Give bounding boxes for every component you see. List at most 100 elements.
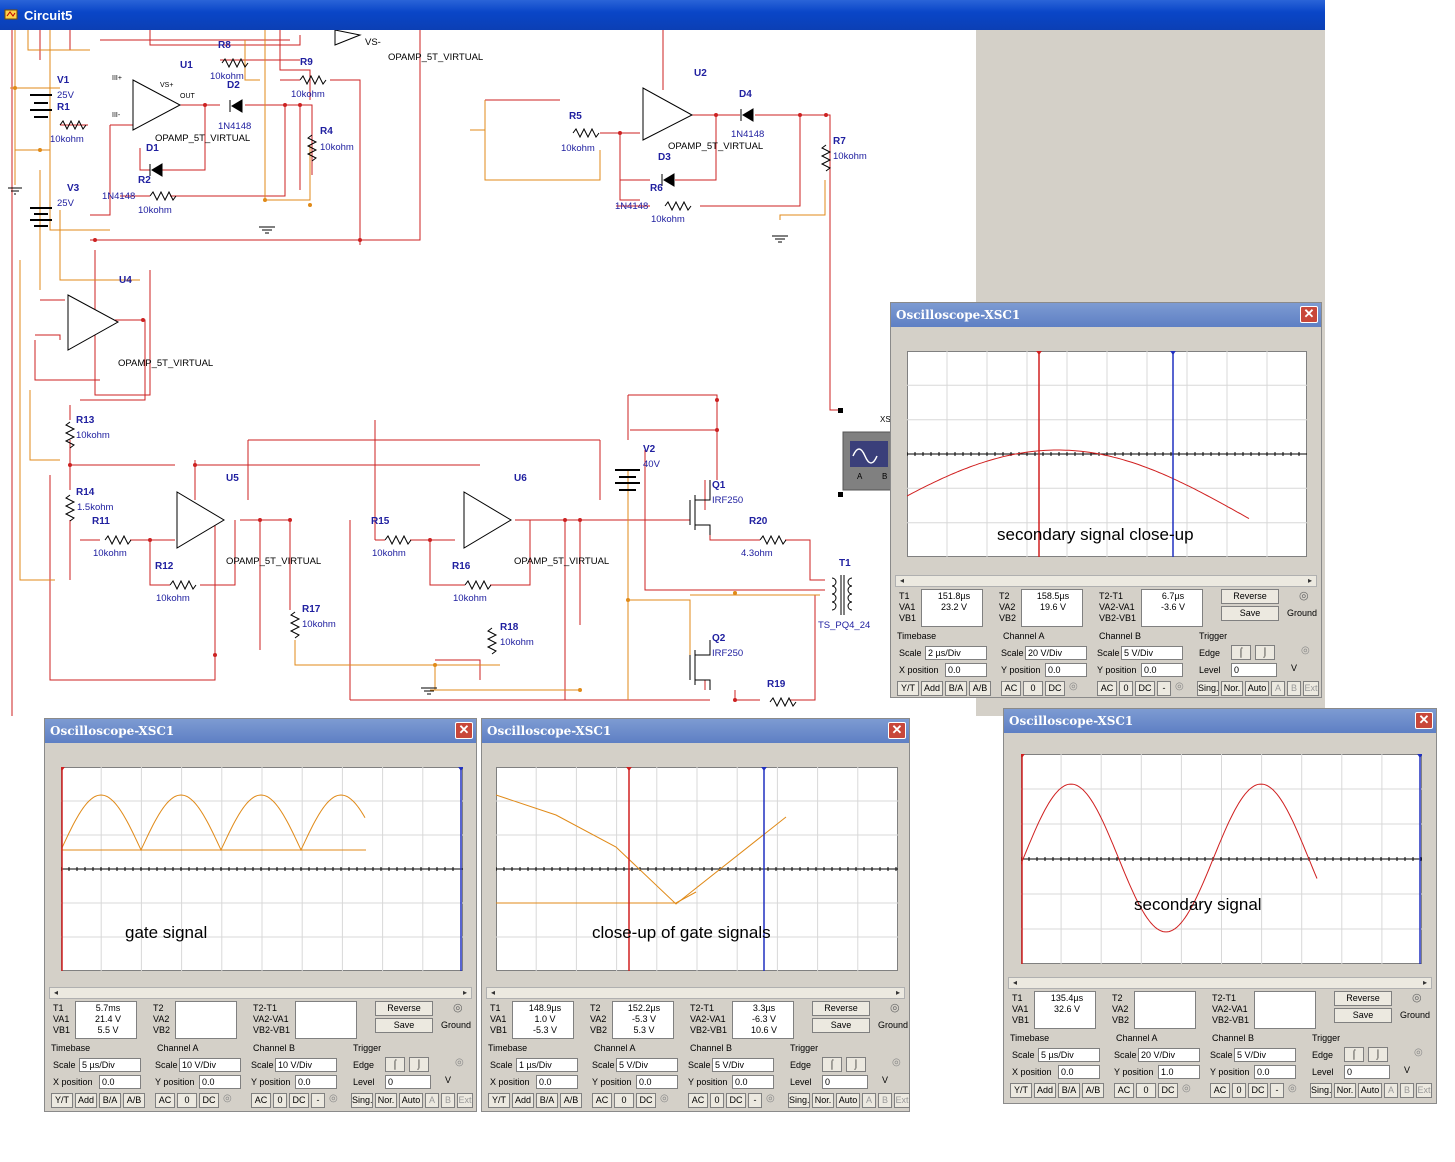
scroll-right-icon[interactable]: ▸ [1307, 576, 1312, 585]
chb-minus-button[interactable]: - [311, 1093, 325, 1108]
trig-ext-button[interactable]: Ext [1303, 681, 1319, 696]
xpos-field[interactable]: 0.0 [1058, 1065, 1100, 1079]
cha-radio-icon[interactable]: ◎ [660, 1093, 669, 1104]
chb-dc-button[interactable]: DC [726, 1093, 746, 1108]
close-icon[interactable]: ✕ [455, 722, 473, 739]
level-field[interactable]: 0 [1344, 1065, 1390, 1079]
falling-edge-icon[interactable]: ⌡ [1368, 1047, 1388, 1062]
reverse-button[interactable]: Reverse [1334, 991, 1392, 1006]
trig-a-button[interactable]: A [1271, 681, 1285, 696]
cha-ac-button[interactable]: AC [592, 1093, 612, 1108]
oscilloscope-window[interactable]: Oscilloscope-XSC1 ✕ ◂ ▸ T1 VA1 VB1 148.9… [481, 718, 910, 1112]
chb-dc-button[interactable]: DC [1135, 681, 1155, 696]
scroll-left-icon[interactable]: ◂ [899, 576, 904, 585]
save-button[interactable]: Save [375, 1018, 433, 1033]
chb-ypos-field[interactable]: 0.0 [295, 1075, 337, 1089]
cha-dc-button[interactable]: DC [1045, 681, 1065, 696]
rising-edge-icon[interactable]: ⌠ [1344, 1047, 1364, 1062]
close-icon[interactable]: ✕ [888, 722, 906, 739]
cha-ac-button[interactable]: AC [155, 1093, 175, 1108]
cha-zero-button[interactable]: 0 [614, 1093, 634, 1108]
ab-button[interactable]: A/B [1082, 1083, 1104, 1098]
add-button[interactable]: Add [1034, 1083, 1056, 1098]
timebase-scale-field[interactable]: 2 µs/Div [925, 646, 987, 660]
yt-button[interactable]: Y/T [51, 1093, 73, 1108]
falling-edge-icon[interactable]: ⌡ [1255, 645, 1275, 660]
chb-scale-field[interactable]: 5 V/Div [1234, 1048, 1296, 1062]
level-field[interactable]: 0 [1231, 663, 1277, 677]
cha-zero-button[interactable]: 0 [177, 1093, 197, 1108]
sing-button[interactable]: Sing. [1197, 681, 1219, 696]
add-button[interactable]: Add [75, 1093, 97, 1108]
save-button[interactable]: Save [1334, 1008, 1392, 1023]
cha-ac-button[interactable]: AC [1001, 681, 1021, 696]
nor-button[interactable]: Nor. [1334, 1083, 1356, 1098]
nor-button[interactable]: Nor. [375, 1093, 397, 1108]
trigger-radio-icon[interactable]: ◎ [455, 1057, 464, 1068]
scope-titlebar[interactable]: Oscilloscope-XSC1 ✕ [1004, 709, 1436, 733]
sing-button[interactable]: Sing. [788, 1093, 810, 1108]
cha-dc-button[interactable]: DC [636, 1093, 656, 1108]
scope-titlebar[interactable]: Oscilloscope-XSC1 ✕ [482, 719, 909, 743]
level-field[interactable]: 0 [385, 1075, 431, 1089]
scroll-left-icon[interactable]: ◂ [53, 988, 58, 997]
trig-a-button[interactable]: A [425, 1093, 439, 1108]
scope-scrollbar[interactable]: ◂ ▸ [1008, 977, 1432, 989]
sing-button[interactable]: Sing. [351, 1093, 373, 1108]
window-titlebar[interactable]: Circuit5 [0, 0, 1325, 30]
chb-ac-button[interactable]: AC [1097, 681, 1117, 696]
reverse-button[interactable]: Reverse [1221, 589, 1279, 604]
scroll-right-icon[interactable]: ▸ [1422, 978, 1427, 987]
cha-radio-icon[interactable]: ◎ [1182, 1083, 1191, 1094]
trigger-radio-icon[interactable]: ◎ [1301, 645, 1310, 656]
auto-button[interactable]: Auto [1245, 681, 1269, 696]
chb-zero-button[interactable]: 0 [710, 1093, 724, 1108]
scroll-left-icon[interactable]: ◂ [1012, 978, 1017, 987]
chb-zero-button[interactable]: 0 [1232, 1083, 1246, 1098]
close-icon[interactable]: ✕ [1300, 306, 1318, 323]
chb-minus-button[interactable]: - [1270, 1083, 1284, 1098]
cha-ypos-field[interactable]: 1.0 [1158, 1065, 1200, 1079]
ground-radio-icon[interactable]: ◎ [1412, 992, 1422, 1004]
save-button[interactable]: Save [1221, 606, 1279, 621]
chb-minus-button[interactable]: - [748, 1093, 762, 1108]
xpos-field[interactable]: 0.0 [536, 1075, 578, 1089]
oscilloscope-window[interactable]: Oscilloscope-XSC1 ✕ ◂ ▸ T1 VA1 VB1 151.8… [890, 302, 1322, 698]
cha-zero-button[interactable]: 0 [1023, 681, 1043, 696]
oscilloscope-window[interactable]: Oscilloscope-XSC1 ✕ ◂ ▸ T1 VA1 VB1 5.7ms… [44, 718, 477, 1112]
cha-scale-field[interactable]: 20 V/Div [1025, 646, 1087, 660]
cha-ypos-field[interactable]: 0.0 [636, 1075, 678, 1089]
chb-ac-button[interactable]: AC [688, 1093, 708, 1108]
cha-ypos-field[interactable]: 0.0 [1045, 663, 1087, 677]
timebase-scale-field[interactable]: 5 µs/Div [1038, 1048, 1100, 1062]
trig-a-button[interactable]: A [862, 1093, 876, 1108]
trig-b-button[interactable]: B [441, 1093, 455, 1108]
cha-radio-icon[interactable]: ◎ [1069, 681, 1078, 692]
chb-radio-icon[interactable]: ◎ [1175, 681, 1184, 692]
scroll-right-icon[interactable]: ▸ [895, 988, 900, 997]
chb-zero-button[interactable]: 0 [273, 1093, 287, 1108]
cha-radio-icon[interactable]: ◎ [223, 1093, 232, 1104]
rising-edge-icon[interactable]: ⌠ [1231, 645, 1251, 660]
add-button[interactable]: Add [921, 681, 943, 696]
cha-ac-button[interactable]: AC [1114, 1083, 1134, 1098]
scope-titlebar[interactable]: Oscilloscope-XSC1 ✕ [45, 719, 476, 743]
timebase-scale-field[interactable]: 1 µs/Div [516, 1058, 578, 1072]
trig-ext-button[interactable]: Ext [894, 1093, 910, 1108]
close-icon[interactable]: ✕ [1415, 712, 1433, 729]
chb-radio-icon[interactable]: ◎ [329, 1093, 338, 1104]
rising-edge-icon[interactable]: ⌠ [822, 1057, 842, 1072]
cha-scale-field[interactable]: 10 V/Div [179, 1058, 241, 1072]
chb-radio-icon[interactable]: ◎ [1288, 1083, 1297, 1094]
falling-edge-icon[interactable]: ⌡ [846, 1057, 866, 1072]
auto-button[interactable]: Auto [836, 1093, 860, 1108]
scope-scrollbar[interactable]: ◂ ▸ [49, 987, 472, 999]
reverse-button[interactable]: Reverse [375, 1001, 433, 1016]
ab-button[interactable]: A/B [560, 1093, 582, 1108]
trig-b-button[interactable]: B [1287, 681, 1301, 696]
chb-scale-field[interactable]: 5 V/Div [1121, 646, 1183, 660]
level-field[interactable]: 0 [822, 1075, 868, 1089]
add-button[interactable]: Add [512, 1093, 534, 1108]
scope-titlebar[interactable]: Oscilloscope-XSC1 ✕ [891, 303, 1321, 327]
xpos-field[interactable]: 0.0 [945, 663, 987, 677]
